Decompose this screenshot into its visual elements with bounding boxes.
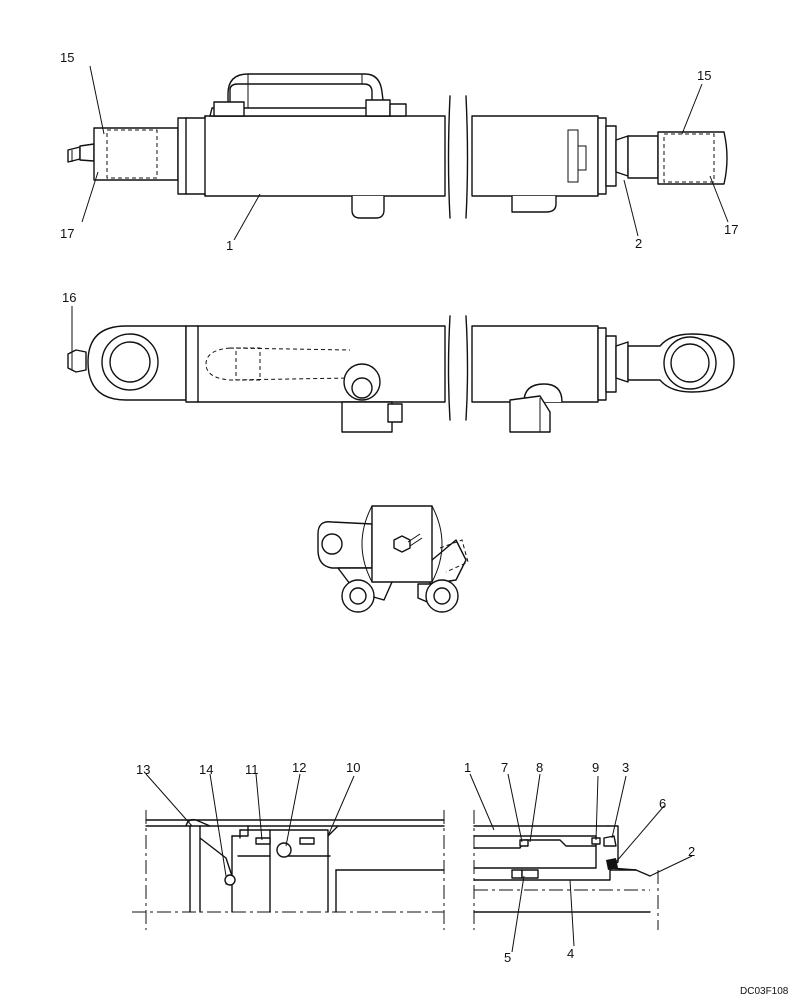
leader-lines [71,65,729,953]
callout-labels: 15 17 1 15 17 2 16 13 14 11 12 10 1 7 8 … [60,50,738,965]
section-right-segment [473,810,659,930]
rod-eye-left-top [93,127,179,181]
cylinder-barrel-top [177,115,446,197]
callout-2-section: 2 [688,844,695,859]
callout-3: 3 [622,760,629,775]
grease-fitting-top [67,143,95,163]
cylinder-barrel-right-top [471,115,617,213]
callout-1-section: 1 [464,760,471,775]
callout-11: 11 [245,762,259,777]
cylinder-top-view [67,73,728,219]
cylinder-barrel-right-side [471,325,617,433]
callout-2-top: 2 [635,236,642,251]
callout-5: 5 [504,950,511,965]
rod-eye-right-top [615,131,728,185]
callout-12: 12 [292,760,306,775]
cylinder-barrel-side [185,325,446,433]
callout-17-right: 17 [724,222,738,237]
callout-1-top: 1 [226,238,233,253]
callout-7: 7 [501,760,508,775]
callout-13: 13 [136,762,150,777]
bolt-icon [393,533,423,553]
callout-15-right: 15 [697,68,711,83]
port-bottom-top [351,196,385,219]
break-lines-side [447,315,469,421]
rod-eye-left-side [87,325,187,401]
figure-code: DC03F108 [740,986,789,997]
callout-17-left: 17 [60,226,74,241]
callout-9: 9 [592,760,599,775]
tube-pipe-top [209,73,407,117]
grease-fitting-side [67,349,87,373]
callout-6: 6 [659,796,666,811]
rod-eye-right-side [615,333,735,393]
cylinder-side-view [67,315,735,433]
callout-16: 16 [62,290,76,305]
break-lines-top [447,95,469,219]
callout-4: 4 [567,946,574,961]
callout-8: 8 [536,760,543,775]
callout-10: 10 [346,760,360,775]
cylinder-end-view [317,505,469,613]
callout-15-left: 15 [60,50,74,65]
section-left-segment [132,810,445,930]
cylinder-section-view [132,810,659,930]
callout-14: 14 [199,762,213,777]
